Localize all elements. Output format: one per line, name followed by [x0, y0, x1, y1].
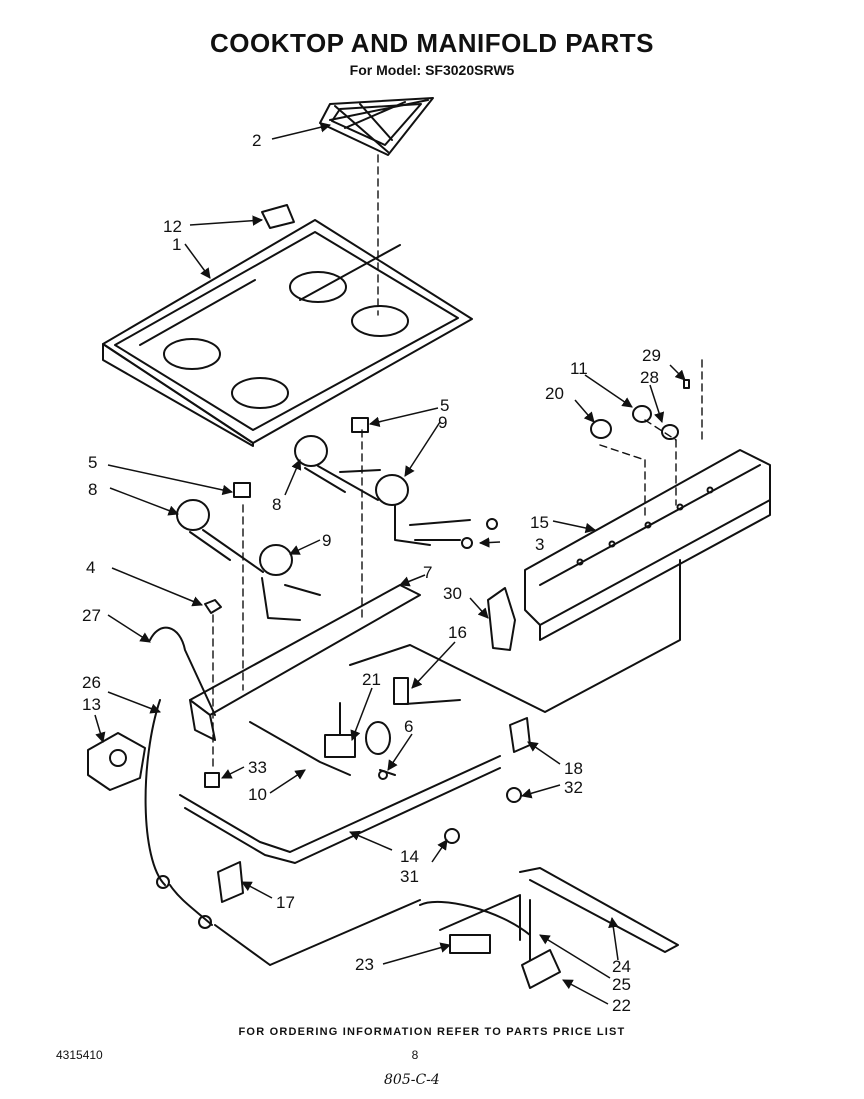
- document-number: 4315410: [56, 1048, 103, 1062]
- manifold-pipe: [179, 559, 681, 864]
- callout-14: 14: [400, 847, 419, 866]
- control-knobs: [590, 379, 690, 440]
- right-burner-assembly: [294, 417, 498, 549]
- callout-26: 26: [82, 673, 101, 692]
- callout-29: 29: [642, 346, 661, 365]
- pressure-regulator: [87, 626, 216, 929]
- burner-bracket: [189, 584, 421, 741]
- callout-10: 10: [248, 785, 267, 804]
- model-subtitle: For Model: SF3020SRW5: [349, 62, 515, 78]
- handwritten-note: 805-C-4: [384, 1072, 440, 1088]
- callout-7: 7: [423, 563, 432, 582]
- callout-5-upper: 5: [440, 396, 449, 415]
- page-title: COOKTOP AND MANIFOLD PARTS: [210, 28, 654, 58]
- callout-5-lower: 5: [88, 453, 97, 472]
- callout-25: 25: [612, 975, 631, 994]
- callout-32: 32: [564, 778, 583, 797]
- left-burner-assembly: [176, 482, 321, 621]
- callout-8-lower: 8: [88, 480, 97, 499]
- callout-arrows: [94, 122, 686, 1005]
- panel-end-cap: [487, 587, 516, 651]
- alignment-lines: [212, 154, 703, 771]
- callout-3: 3: [535, 535, 544, 554]
- callout-20: 20: [545, 384, 564, 403]
- callout-30: 30: [443, 584, 462, 603]
- callout-33: 33: [248, 758, 267, 777]
- callout-11: 11: [570, 359, 588, 378]
- nut-and-spacer: [204, 599, 222, 788]
- oven-burner-assembly: [214, 867, 679, 989]
- callout-23: 23: [355, 955, 374, 974]
- callout-9-lower: 9: [322, 531, 331, 550]
- callout-4: 4: [86, 558, 95, 577]
- callout-17: 17: [276, 893, 295, 912]
- mounting-bracket: [217, 861, 244, 903]
- callout-18: 18: [564, 759, 583, 778]
- callout-24: 24: [612, 957, 631, 976]
- fasteners: [444, 717, 531, 844]
- callout-12: 12: [163, 217, 182, 236]
- cooktop-clip: [261, 204, 295, 229]
- callout-2: 2: [252, 131, 261, 150]
- callout-21: 21: [362, 670, 381, 689]
- callout-27: 27: [82, 606, 101, 625]
- callout-labels: 2 12 1 5 9 5 8 8 9 4 7 27 26 13 29 11 28…: [82, 131, 661, 1015]
- callout-6: 6: [404, 717, 413, 736]
- callout-22: 22: [612, 996, 631, 1015]
- callout-31: 31: [400, 867, 419, 886]
- burner-grate: [319, 97, 434, 156]
- oven-valve: [324, 677, 461, 780]
- page-number: 8: [411, 1048, 419, 1062]
- callout-28: 28: [640, 368, 659, 387]
- control-panel: [524, 449, 771, 641]
- callout-9-upper: 9: [438, 413, 447, 432]
- callout-13: 13: [82, 695, 101, 714]
- cooktop-panel: [102, 219, 473, 447]
- callout-8-upper: 8: [272, 495, 281, 514]
- ordering-note: FOR ORDERING INFORMATION REFER TO PARTS …: [238, 1026, 626, 1038]
- callout-16: 16: [448, 623, 467, 642]
- callout-15: 15: [530, 513, 549, 532]
- callout-1: 1: [172, 235, 181, 254]
